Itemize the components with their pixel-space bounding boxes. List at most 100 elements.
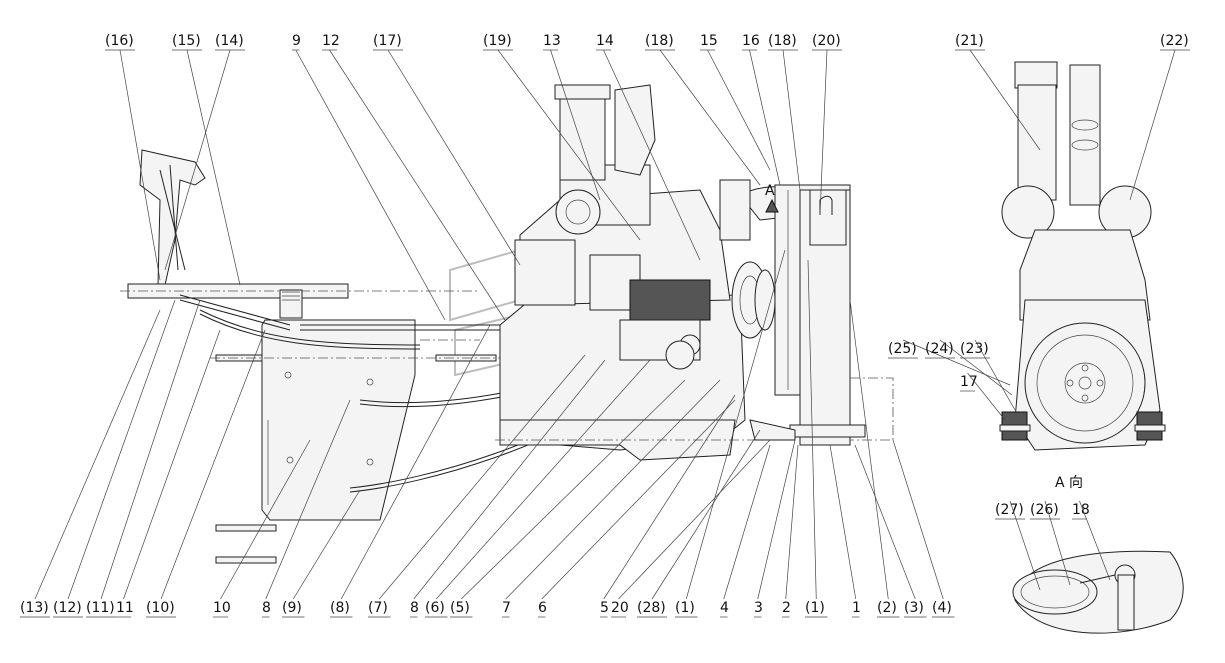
bottom_callouts-8: (8) [330,600,350,616]
bottom_callouts-leader-24 [849,299,889,600]
top_callouts-10: 15 [700,33,718,49]
top_callouts-12: (18) [768,33,797,49]
view-caption: A 向 [1055,475,1083,491]
bottom_callouts-leader-2 [100,299,201,600]
bottom_callouts-4: (10) [146,600,175,616]
view-a: A 向 [999,61,1166,491]
bottom_callouts-leader-3 [123,329,221,600]
bottom_callouts-leader-4 [160,329,266,600]
bottom_callouts-leader-14 [541,399,736,600]
side_callouts-4: (27) [995,502,1024,518]
bottom_callouts-leader-23 [829,444,857,600]
bottom_callouts-9: (7) [368,600,388,616]
bottom_callouts-leader-5 [220,439,311,600]
top_callouts-leader-1 [186,49,241,286]
bottom_callouts-leader-1 [67,299,176,600]
top_callouts-leader-5 [387,49,521,266]
side_callouts-leader-3 [967,372,1006,421]
side_callouts-leader-5 [1044,500,1071,586]
top_callouts-leader-14 [969,49,1041,151]
bottom_callouts-leader-6 [265,399,351,600]
bottom_callouts-leader-11 [435,359,651,600]
top_callouts-4: 12 [322,33,340,49]
top_callouts-leader-3 [295,49,446,321]
bottom_callouts-leader-22 [807,259,817,600]
top_callouts-leader-12 [782,49,801,191]
top_callouts-15: (22) [1160,33,1189,49]
top_callouts-leader-2 [164,49,231,271]
side_callouts-leader-6 [1079,500,1111,581]
bottom_callouts-12: (5) [450,600,470,616]
bottom_callouts-6: 8 [262,600,271,616]
bottom_callouts-20: 3 [754,600,763,616]
view-marker-label: A [765,183,775,199]
bottom_callouts-leader-15 [603,394,736,600]
top_callouts-8: 14 [596,33,614,49]
bottom_callouts-5: 10 [213,600,231,616]
bottom_callouts-17: (28) [637,600,666,616]
bottom_callouts-leader-26 [892,439,944,600]
bottom_callouts-leader-19 [723,444,771,600]
bottom_callouts-7: (9) [282,600,302,616]
top_callouts-leader-0 [119,49,161,281]
bottom_callouts-2: (11) [86,600,115,616]
bottom_callouts-26: (4) [932,600,952,616]
top_callouts-1: (15) [172,33,201,49]
top_callouts-leader-10 [707,49,771,171]
main-side-view: A [120,84,894,564]
top_callouts-leader-9 [659,49,761,186]
top_callouts-leader-4 [329,49,506,321]
bottom_callouts-15: 5 [600,600,609,616]
top_callouts-14: (21) [955,33,984,49]
side_callouts-leader-4 [1009,500,1041,591]
top_callouts-leader-7 [550,49,601,201]
bottom_callouts-13: 7 [502,600,511,616]
bottom_callouts-leader-16 [618,439,771,600]
side_callouts-3: 17 [960,374,978,390]
bottom_callouts-leader-13 [505,379,721,600]
side_callouts-1: (24) [925,341,954,357]
top_callouts-5: (17) [373,33,402,49]
top_callouts-9: (18) [645,33,674,49]
side_callouts-2: (23) [960,341,989,357]
bottom_callouts-leader-25 [854,444,916,600]
bottom_callouts-24: (2) [877,600,897,616]
side_callouts-leader-1 [939,339,1013,396]
bottom_callouts-leader-12 [461,379,686,600]
bottom_callouts-11: (6) [425,600,445,616]
side_callouts-leader-2 [974,339,1016,411]
top_callouts-leader-8 [603,49,701,261]
bottom_callouts-1: (12) [53,600,82,616]
top_callouts-leader-11 [749,49,781,186]
bottom_callouts-leader-20 [757,439,796,600]
bottom_callouts-leader-8 [340,324,491,600]
bottom_callouts-16: 20 [611,600,629,616]
bottom_callouts-leader-9 [378,354,586,600]
bottom_callouts-21: 2 [782,600,791,616]
bottom_callouts-leader-0 [34,309,161,600]
detail-view [1012,550,1184,634]
bottom_callouts-leader-7 [292,489,361,600]
top_callouts-0: (16) [105,33,134,49]
top_callouts-7: 13 [543,33,561,49]
top_callouts-2: (14) [215,33,244,49]
top_callouts-leader-15 [1129,49,1176,201]
bottom_callouts-leader-21 [785,444,799,600]
top_callouts-leader-6 [497,49,641,241]
top_callouts-11: 16 [742,33,760,49]
side_callouts-6: 18 [1072,502,1090,518]
side_callouts-0: (25) [888,341,917,357]
bottom_callouts-19: 4 [720,600,729,616]
bottom_callouts-0: (13) [20,600,49,616]
bottom_callouts-14: 6 [538,600,547,616]
top_callouts-leader-13 [819,49,828,216]
bottom_callouts-25: (3) [904,600,924,616]
bottom_callouts-18: (1) [675,600,695,616]
top_callouts-6: (19) [483,33,512,49]
bottom_callouts-22: (1) [805,600,825,616]
bottom_callouts-3: 11 [116,600,134,616]
bottom_callouts-leader-10 [413,359,606,600]
side_callouts-leader-0 [902,339,1011,386]
